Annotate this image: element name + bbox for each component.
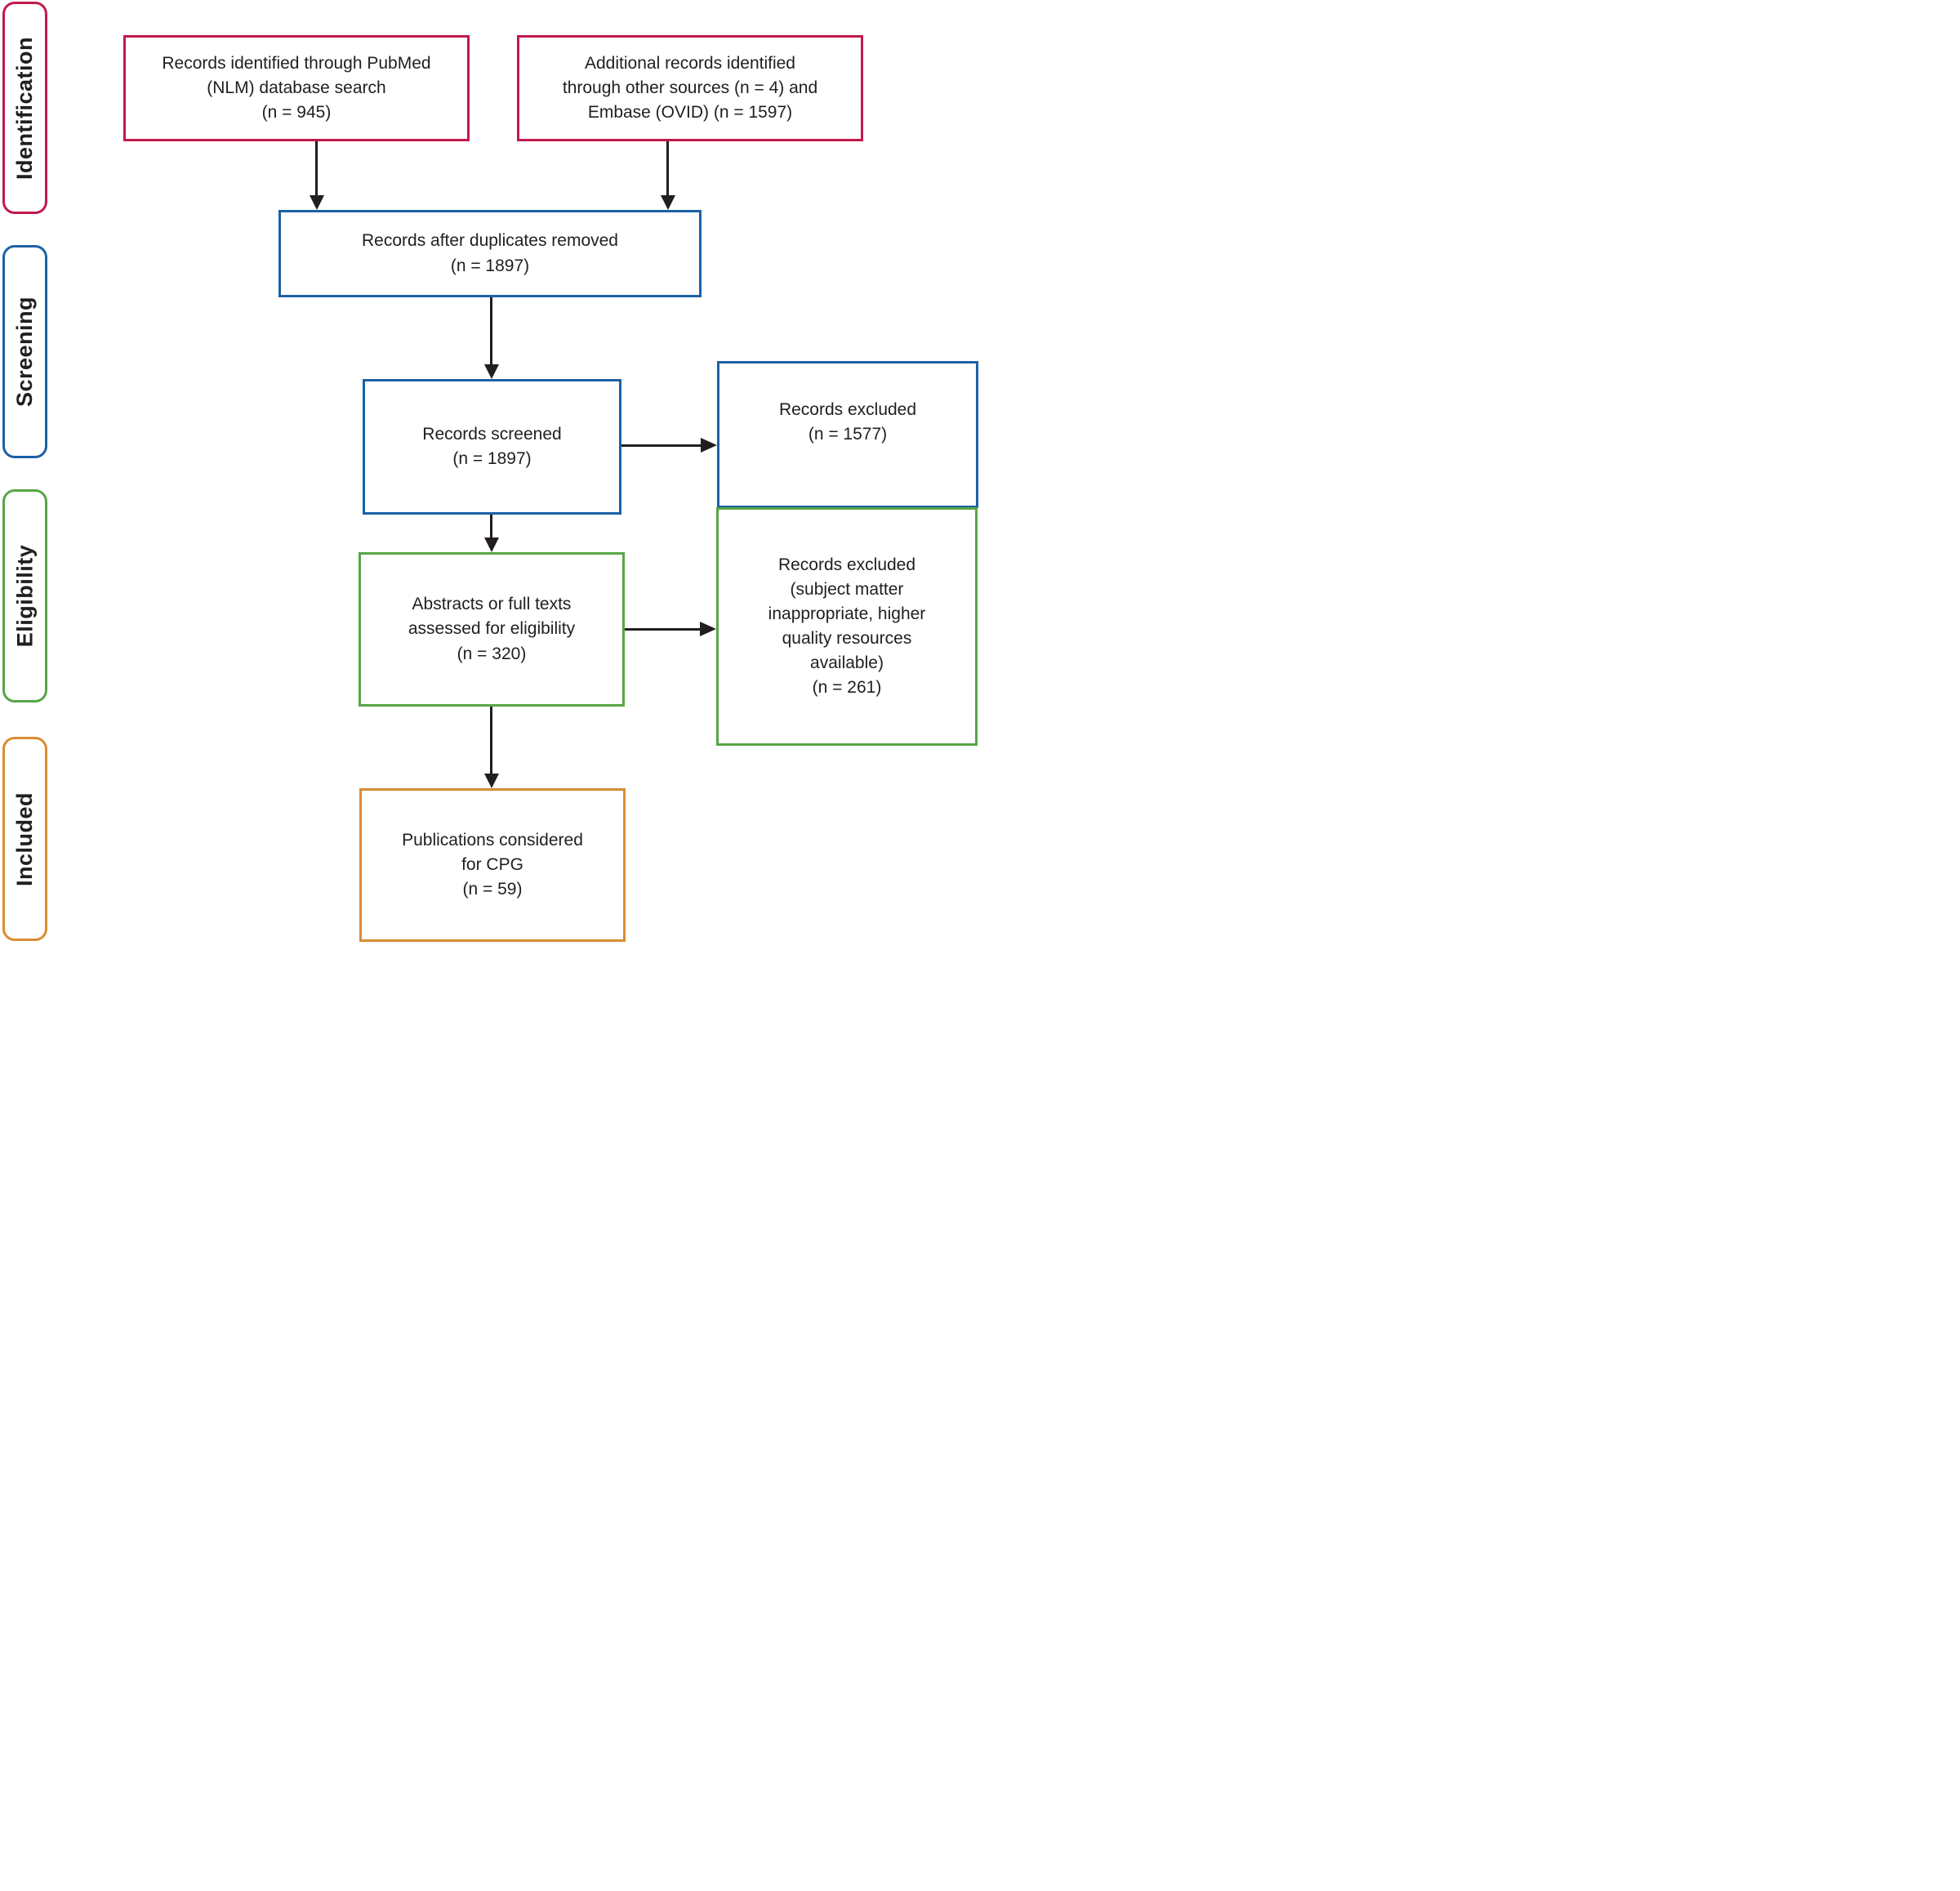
stage-label-screening: Screening <box>2 245 47 458</box>
box-records-after-duplicates-removed: Records after duplicates removed (n = 18… <box>278 210 702 297</box>
prisma-flow-diagram: Identification Screening Eligibility Inc… <box>0 0 980 946</box>
box-records-screened-text: Records screened (n = 1897) <box>422 424 562 468</box>
stage-label-identification: Identification <box>2 2 47 214</box>
box-records-excluded-eligibility: Records excluded (subject matter inappro… <box>716 507 978 746</box>
arrow-other-to-duplicates-stem <box>666 141 669 195</box>
box-records-excluded-eligibility-text: Records excluded (subject matter inappro… <box>768 555 926 698</box>
arrow-pubmed-to-duplicates-head <box>310 195 324 210</box>
stage-label-eligibility-text: Eligibility <box>12 544 38 648</box>
box-records-identified-pubmed: Records identified through PubMed (NLM) … <box>123 35 470 141</box>
box-publications-considered-cpg: Publications considered for CPG (n = 59) <box>359 788 626 942</box>
box-records-excluded-screening-text: Records excluded (n = 1577) <box>778 399 917 444</box>
box-abstracts-assessed-eligibility: Abstracts or full texts assessed for eli… <box>359 552 625 707</box>
arrow-duplicates-to-screened-head <box>484 364 499 379</box>
arrow-pubmed-to-duplicates-stem <box>315 141 318 195</box>
arrow-screened-to-excluded-stem <box>621 444 701 447</box>
arrow-other-to-duplicates-head <box>661 195 675 210</box>
box-records-excluded-screening: Records excluded (n = 1577) <box>717 361 978 508</box>
stage-label-included: Included <box>2 737 47 941</box>
arrow-duplicates-to-screened-stem <box>490 297 492 364</box>
arrow-screened-to-excluded-head <box>701 438 717 453</box>
box-records-screened: Records screened (n = 1897) <box>363 379 621 515</box>
arrow-screened-to-assessed-head <box>484 537 499 552</box>
box-publications-considered-cpg-text: Publications considered for CPG (n = 59) <box>402 830 583 899</box>
stage-label-included-text: Included <box>12 792 38 886</box>
box-records-identified-pubmed-text: Records identified through PubMed (NLM) … <box>162 53 431 122</box>
stage-label-screening-text: Screening <box>12 296 38 408</box>
stage-label-eligibility: Eligibility <box>2 489 47 702</box>
box-additional-records-other-sources: Additional records identified through ot… <box>517 35 863 141</box>
box-abstracts-assessed-eligibility-text: Abstracts or full texts assessed for eli… <box>408 595 576 663</box>
box-additional-records-other-sources-text: Additional records identified through ot… <box>562 53 818 122</box>
stage-label-identification-text: Identification <box>12 36 37 180</box>
arrow-screened-to-assessed-stem <box>490 515 492 537</box>
arrow-assessed-to-considered-stem <box>490 707 492 774</box>
arrow-assessed-to-excluded-stem <box>625 628 700 631</box>
arrow-assessed-to-excluded-head <box>700 622 716 636</box>
arrow-assessed-to-considered-head <box>484 774 499 788</box>
box-records-after-duplicates-removed-text: Records after duplicates removed (n = 18… <box>362 231 618 275</box>
